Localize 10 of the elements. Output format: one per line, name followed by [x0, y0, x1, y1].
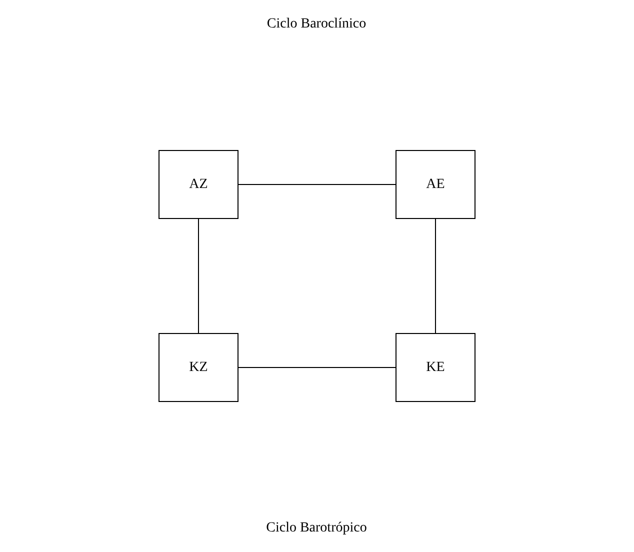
node-box: KZ [158, 333, 238, 402]
node-box: AE [396, 150, 476, 219]
node-box: KE [396, 333, 476, 402]
label: Ciclo Baroclínico [266, 16, 366, 32]
connector [238, 184, 396, 185]
connector [435, 218, 436, 334]
node-box: AZ [158, 150, 238, 219]
connector [238, 367, 396, 368]
connector [198, 218, 199, 334]
label: Ciclo Barotrópico [266, 520, 367, 536]
